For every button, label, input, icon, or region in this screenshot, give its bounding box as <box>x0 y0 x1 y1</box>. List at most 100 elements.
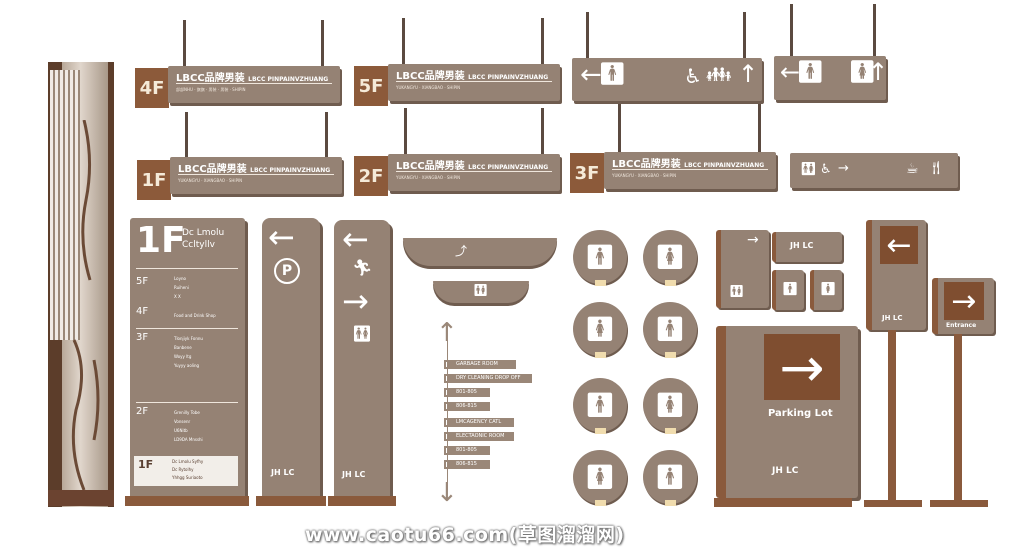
post-sign-arrow: ← JH LC <box>866 220 926 330</box>
hanging-sign-4f: LBCC品牌男装 LBCC PINPAINVZHUANG 部部NHU · 旗旗 … <box>168 66 340 103</box>
brand-logo: JH LC <box>271 468 295 477</box>
hanging-rod <box>541 108 544 156</box>
male-icon: 🚹︎ <box>782 282 799 297</box>
facility-strip-sign: 🚻︎ ♿︎ → ☕︎ 🍴︎ <box>790 153 958 188</box>
female-icon: 🚺︎ <box>654 391 686 419</box>
entrance-label: Entrance <box>946 322 977 329</box>
directory-base <box>125 496 249 506</box>
ceiling-boat-sign: ⤴︎ <box>403 238 557 266</box>
hanging-sign-2f: LBCC品牌男装 LBCC PINPAINVZHUANG YUKANGYU · … <box>388 154 560 191</box>
family-icon: 👪︎ <box>706 62 732 86</box>
brand-logo: JH LC <box>790 241 814 250</box>
directory-list-item: 806-815 <box>444 402 490 411</box>
sign-title-en: LBCC PINPAINVZHUANG <box>468 164 549 171</box>
arrow-right-icon: → <box>779 335 825 399</box>
pillar-stripes <box>50 70 80 340</box>
restroom-icon: 🚻︎ <box>473 283 489 297</box>
male-icon: 🚹︎ <box>584 243 616 271</box>
sign-sub: YUKANGYU · XIANGBAO · SHIPIN <box>396 85 461 90</box>
wall-panel-brand: JH LC <box>772 232 842 262</box>
directory-floor: 1F <box>136 220 186 261</box>
sign-sub: YUKANGYU · XIANGBAO · SHIPIN <box>396 175 461 180</box>
sign-title: LBCC品牌男装 <box>396 161 465 172</box>
arrow-right-icon: → <box>838 161 849 176</box>
hanging-rod <box>758 104 761 154</box>
running-person-icon: 🏃︎ <box>352 258 373 277</box>
sign-title: LBCC品牌男装 <box>396 71 465 82</box>
directory-list-item: LMCAGENCY CATL <box>444 418 514 427</box>
sign-title-en: LBCC PINPAINVZHUANG <box>468 74 549 81</box>
arrow-left-icon: ← <box>780 58 801 86</box>
restroom-male-circle: 🚹︎ <box>643 450 697 506</box>
accessible-icon: ♿︎ <box>820 162 832 177</box>
brand-logo: JH LC <box>342 470 366 479</box>
directory-list-item: DRY CLEANING DROP OFF <box>444 374 532 383</box>
floor-tag-4f: 4F <box>135 68 169 108</box>
restroom-female-circle: 🚺︎ <box>643 378 697 434</box>
hanging-rod <box>404 108 407 156</box>
sign-title-en: LBCC PINPAINVZHUANG <box>684 162 765 169</box>
directory-row-floor: 4F <box>136 306 149 317</box>
restroom-female-circle: 🚺︎ <box>573 450 627 506</box>
arrow-right-icon: → <box>342 282 369 320</box>
female-icon: 🚺︎ <box>654 243 686 271</box>
directory-row-floor: 1F <box>138 458 154 471</box>
floor-tag-3f: 3F <box>570 153 604 193</box>
arrow-left-icon: ← <box>580 60 602 90</box>
directory-heading-sub: Ccltyllv <box>182 240 215 250</box>
pillar-ornament <box>71 120 100 491</box>
parking-lot-monument: → Parking Lot JH LC <box>716 326 858 498</box>
hanging-rod <box>743 12 746 60</box>
hanging-rod <box>873 4 876 56</box>
brand-logo: JH LC <box>882 314 903 322</box>
directory-list-item: 806-815 <box>444 460 490 469</box>
accessible-icon: ♿︎ <box>684 64 702 88</box>
male-icon: 🚹︎ <box>584 391 616 419</box>
totem-base <box>256 496 326 506</box>
hanging-rod <box>183 20 186 70</box>
watermark: www.caotu66.com(草图溜溜网) <box>305 524 625 546</box>
directory-list-item: 801-805 <box>444 388 490 397</box>
sign-sub: YUKANGYU · XIANGBAO · SHIPIN <box>612 173 677 178</box>
hanging-rod <box>586 12 589 60</box>
dining-icon: 🍴︎ <box>928 161 945 176</box>
hanging-rod <box>185 112 188 162</box>
entrance-sign: → Entrance <box>932 278 994 334</box>
sign-title: LBCC品牌男装 <box>176 73 245 84</box>
arrow-left-icon: ← <box>886 227 912 263</box>
hanging-sign-3f: LBCC品牌男装 LBCC PINPAINVZHUANG YUKANGYU · … <box>604 152 776 189</box>
wall-panel-female: 🚺︎ <box>810 270 842 310</box>
arrow-left-icon: ← <box>342 220 369 258</box>
escalator-icon: ⤴︎ <box>455 244 468 258</box>
floor-tag-2f: 2F <box>354 156 388 196</box>
female-icon: 🚺︎ <box>584 315 616 343</box>
post-base <box>864 500 922 507</box>
sign-sub: YUKANGYU · XIANGBAO · SHIPIN <box>178 178 243 183</box>
ceiling-boat-sign-small: 🚻︎ <box>433 281 529 303</box>
restroom-female-circle: 🚺︎ <box>573 302 627 358</box>
female-icon: 🚺︎ <box>848 60 876 85</box>
male-icon: 🚹︎ <box>796 60 824 85</box>
female-icon: 🚺︎ <box>820 282 837 297</box>
restroom-icon: 🚻︎ <box>352 324 373 343</box>
floor-tag-1f: 1F <box>137 160 171 200</box>
floor-tag-5f: 5F <box>354 66 388 106</box>
parking-icon: P <box>274 258 300 284</box>
hanging-rod <box>321 20 324 70</box>
parking-lot-label: Parking Lot <box>768 408 833 419</box>
arrow-up-icon: ↑ <box>868 58 889 86</box>
directory-row-items: Food and Drink Shop <box>174 313 216 318</box>
arrow-up-icon: ↑ <box>436 318 458 348</box>
arrow-down-icon: ↓ <box>436 478 458 508</box>
parking-totem: ← P JH LC <box>262 218 320 502</box>
pillar-base <box>48 490 114 506</box>
restroom-male-circle: 🚹︎ <box>573 230 627 286</box>
directory-list-item: ELECTAONIC ROOM <box>444 432 514 441</box>
directory-row-floor: 3F <box>136 332 149 343</box>
sign-post <box>954 334 962 502</box>
sign-post <box>888 330 896 502</box>
